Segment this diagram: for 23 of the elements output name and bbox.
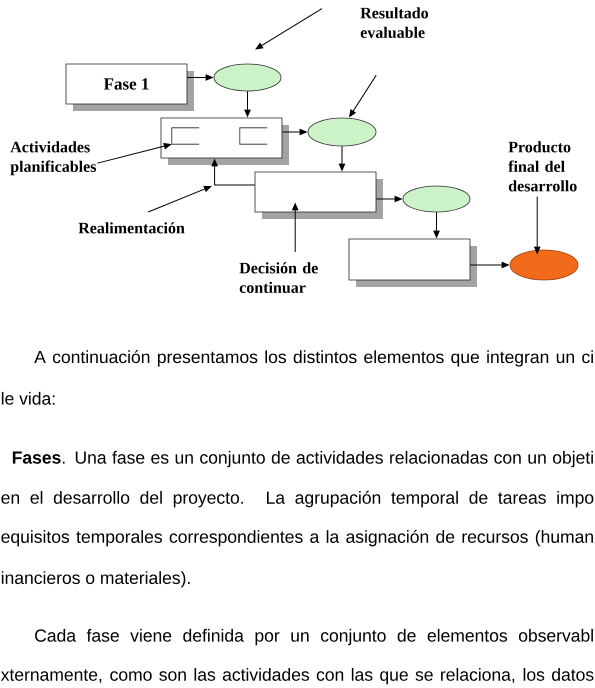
body-text: Cada fase viene definida por un conjunto de elementos observabl <box>35 628 593 646</box>
body-text: equisitos temporales correspondientes a la asignación de recursos (human <box>1 530 593 546</box>
phase-box: Fase 1 <box>66 64 188 104</box>
annotation-label: Producto final del desarrollo <box>508 141 577 192</box>
phase-box <box>348 238 470 280</box>
body-text: xternamente, como son las actividades con las que se relaciona, los datos <box>0 668 594 684</box>
body-text: inancieros o materiales). <box>2 571 190 588</box>
phase-box <box>254 172 376 212</box>
product-ellipse <box>510 250 578 280</box>
annotation-label: Resultado evaluable <box>360 7 428 38</box>
activity-bracket <box>171 127 200 145</box>
annotation-label: Decisión de continuar <box>239 262 318 293</box>
body-text: Fases. Una fase es un conjunto de actividades relacionadas con un objeti <box>12 450 593 468</box>
body-text: le vida: <box>2 392 55 405</box>
annotation-label: Realimentación <box>78 222 185 234</box>
body-text: en el desarrollo del proyecto. La agrupación temporal de tareas impo <box>1 490 594 508</box>
phase-box <box>160 118 282 158</box>
result-ellipse <box>214 64 282 92</box>
annotation-label: Actividades planificables <box>10 141 96 176</box>
body-text: A continuación presentamos los distintos elementos que integran un ci <box>34 350 593 367</box>
result-ellipse <box>308 118 376 146</box>
result-ellipse <box>402 186 470 212</box>
activity-bracket <box>239 127 268 145</box>
